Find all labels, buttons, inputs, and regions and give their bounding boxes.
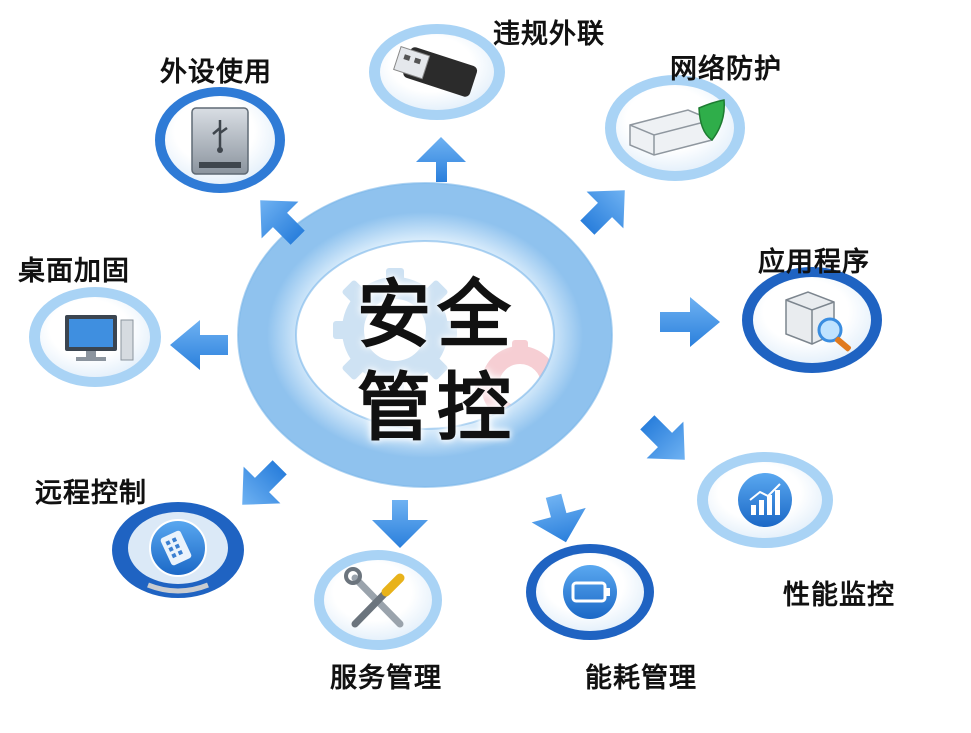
node-application[interactable] [742, 267, 882, 373]
node-outreach[interactable] [369, 24, 505, 120]
node-performance[interactable] [697, 452, 833, 548]
arrow-left-icon [170, 320, 228, 370]
label-desktop: 桌面加固 [18, 256, 130, 287]
label-remote: 远程控制 [35, 478, 147, 509]
center-title-line2: 管控 [357, 365, 517, 451]
arrow-down-left-icon [242, 460, 287, 505]
battery-icon [563, 565, 617, 619]
bar-chart-icon [738, 473, 792, 527]
label-peripheral: 外设使用 [160, 57, 272, 88]
arrows [170, 137, 720, 548]
label-performance: 性能监控 [783, 580, 895, 611]
label-application: 应用程序 [758, 247, 870, 278]
node-peripheral[interactable] [155, 87, 285, 193]
computer-icon [65, 315, 134, 361]
arrow-up-icon [416, 137, 466, 182]
label-network: 网络防护 [670, 54, 782, 85]
center-title-line1: 安全 [357, 272, 517, 358]
router-shield-icon [629, 99, 725, 156]
node-energy[interactable] [526, 544, 654, 640]
label-outreach: 违规外联 [493, 19, 605, 50]
node-remote[interactable] [112, 502, 244, 598]
node-service[interactable] [314, 550, 442, 650]
label-service: 服务管理 [330, 663, 442, 694]
center-ring [238, 183, 612, 487]
node-network[interactable] [605, 75, 745, 181]
app-search-icon [785, 291, 851, 352]
arrow-right-icon [660, 297, 720, 347]
center-hub [237, 182, 613, 488]
arrow-down-icon [531, 493, 586, 543]
arrow-up-right-icon [580, 190, 625, 235]
label-energy: 能耗管理 [585, 663, 697, 694]
arrow-down-icon [372, 500, 428, 548]
remote-control-icon [147, 519, 209, 594]
arrow-down-right-icon [640, 415, 685, 460]
node-desktop[interactable] [29, 287, 161, 387]
gear-blue-icon [333, 268, 457, 392]
usb-drive-icon [191, 107, 249, 175]
usb-plug-icon [393, 46, 478, 97]
tools-icon [344, 567, 405, 628]
arrow-up-left-icon [260, 200, 305, 245]
